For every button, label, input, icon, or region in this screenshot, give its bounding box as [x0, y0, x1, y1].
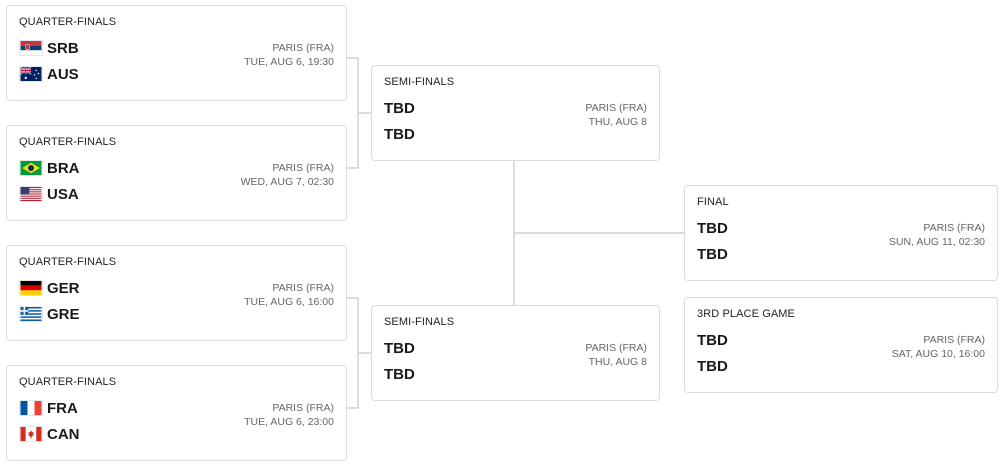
- connector-qf3-qf4: [346, 297, 359, 409]
- match-datetime: THU, AUG 8: [588, 356, 647, 368]
- team-abbr: TBD: [697, 219, 728, 237]
- stage-label: QUARTER-FINALS: [19, 16, 117, 28]
- team-abbr: CAN: [47, 425, 80, 443]
- team-row-1: FRA: [19, 399, 78, 417]
- usa-flag-icon: [19, 186, 43, 202]
- match-info: PARIS (FRA) TUE, AUG 6, 16:00: [244, 281, 334, 309]
- venue: PARIS (FRA): [585, 342, 647, 354]
- stage-label: SEMI-FINALS: [384, 316, 455, 328]
- match-info: PARIS (FRA) SAT, AUG 10, 16:00: [892, 333, 985, 361]
- team-row-1: TBD: [384, 99, 415, 117]
- match-datetime: THU, AUG 8: [588, 116, 647, 128]
- team-row-1: BRA: [19, 159, 80, 177]
- match-info: PARIS (FRA) WED, AUG 7, 02:30: [241, 161, 334, 189]
- match-info: PARIS (FRA) SUN, AUG 11, 02:30: [889, 221, 985, 249]
- quarterfinal-card-2[interactable]: QUARTER-FINALS BRA USA PARIS (FRA) WED, …: [6, 125, 347, 221]
- third-place-card[interactable]: 3RD PLACE GAME TBD TBD PARIS (FRA) SAT, …: [684, 297, 998, 393]
- stage-label: SEMI-FINALS: [384, 76, 455, 88]
- team-row-2: TBD: [697, 245, 728, 263]
- match-info: PARIS (FRA) THU, AUG 8: [585, 341, 647, 369]
- venue: PARIS (FRA): [272, 282, 334, 294]
- team-abbr: GRE: [47, 305, 80, 323]
- team-abbr: TBD: [384, 339, 415, 357]
- stage-label: QUARTER-FINALS: [19, 376, 117, 388]
- team-abbr: BRA: [47, 159, 80, 177]
- quarterfinal-card-4[interactable]: QUARTER-FINALS FRA CAN PARIS (FRA) TUE, …: [6, 365, 347, 461]
- team-abbr: TBD: [697, 331, 728, 349]
- team-abbr: GER: [47, 279, 80, 297]
- team-row-2: GRE: [19, 305, 80, 323]
- venue: PARIS (FRA): [923, 334, 985, 346]
- match-info: PARIS (FRA) TUE, AUG 6, 23:00: [244, 401, 334, 429]
- team-abbr: FRA: [47, 399, 78, 417]
- final-card[interactable]: FINAL TBD TBD PARIS (FRA) SUN, AUG 11, 0…: [684, 185, 998, 281]
- team-row-2: USA: [19, 185, 79, 203]
- team-abbr: SRB: [47, 39, 79, 57]
- team-abbr: TBD: [697, 245, 728, 263]
- venue: PARIS (FRA): [272, 42, 334, 54]
- australia-flag-icon: [19, 66, 43, 82]
- semifinal-card-2[interactable]: SEMI-FINALS TBD TBD PARIS (FRA) THU, AUG…: [371, 305, 660, 401]
- match-info: PARIS (FRA) THU, AUG 8: [585, 101, 647, 129]
- team-abbr: TBD: [384, 365, 415, 383]
- match-datetime: WED, AUG 7, 02:30: [240, 176, 334, 188]
- stage-label: 3RD PLACE GAME: [697, 308, 795, 320]
- france-flag-icon: [19, 400, 43, 416]
- venue: PARIS (FRA): [272, 402, 334, 414]
- connector-qf1-qf2: [346, 57, 359, 169]
- match-datetime: TUE, AUG 6, 19:30: [244, 56, 334, 68]
- serbia-flag-icon: [19, 40, 43, 56]
- venue: PARIS (FRA): [272, 162, 334, 174]
- team-row-2: CAN: [19, 425, 80, 443]
- match-datetime: TUE, AUG 6, 16:00: [244, 296, 334, 308]
- team-abbr: TBD: [697, 357, 728, 375]
- brazil-flag-icon: [19, 160, 43, 176]
- team-abbr: USA: [47, 185, 79, 203]
- match-datetime: SAT, AUG 10, 16:00: [891, 348, 985, 360]
- venue: PARIS (FRA): [923, 222, 985, 234]
- team-row-1: TBD: [384, 339, 415, 357]
- stage-label: FINAL: [697, 196, 729, 208]
- match-info: PARIS (FRA) TUE, AUG 6, 19:30: [244, 41, 334, 69]
- canada-flag-icon: [19, 426, 43, 442]
- team-row-2: TBD: [384, 125, 415, 143]
- team-row-1: SRB: [19, 39, 79, 57]
- match-datetime: SUN, AUG 11, 02:30: [888, 236, 985, 248]
- quarterfinal-card-1[interactable]: QUARTER-FINALS SRB AUS PARIS (FRA) TUE, …: [6, 5, 347, 101]
- team-abbr: TBD: [384, 99, 415, 117]
- semifinal-card-1[interactable]: SEMI-FINALS TBD TBD PARIS (FRA) THU, AUG…: [371, 65, 660, 161]
- venue: PARIS (FRA): [585, 102, 647, 114]
- team-abbr: AUS: [47, 65, 79, 83]
- team-row-1: GER: [19, 279, 80, 297]
- team-abbr: TBD: [384, 125, 415, 143]
- team-row-1: TBD: [697, 219, 728, 237]
- team-row-2: AUS: [19, 65, 79, 83]
- stage-label: QUARTER-FINALS: [19, 136, 117, 148]
- stage-label: QUARTER-FINALS: [19, 256, 117, 268]
- greece-flag-icon: [19, 306, 43, 322]
- team-row-2: TBD: [384, 365, 415, 383]
- team-row-2: TBD: [697, 357, 728, 375]
- germany-flag-icon: [19, 280, 43, 296]
- team-row-1: TBD: [697, 331, 728, 349]
- match-datetime: TUE, AUG 6, 23:00: [244, 416, 334, 428]
- quarterfinal-card-3[interactable]: QUARTER-FINALS GER GRE PARIS (FRA) TUE, …: [6, 245, 347, 341]
